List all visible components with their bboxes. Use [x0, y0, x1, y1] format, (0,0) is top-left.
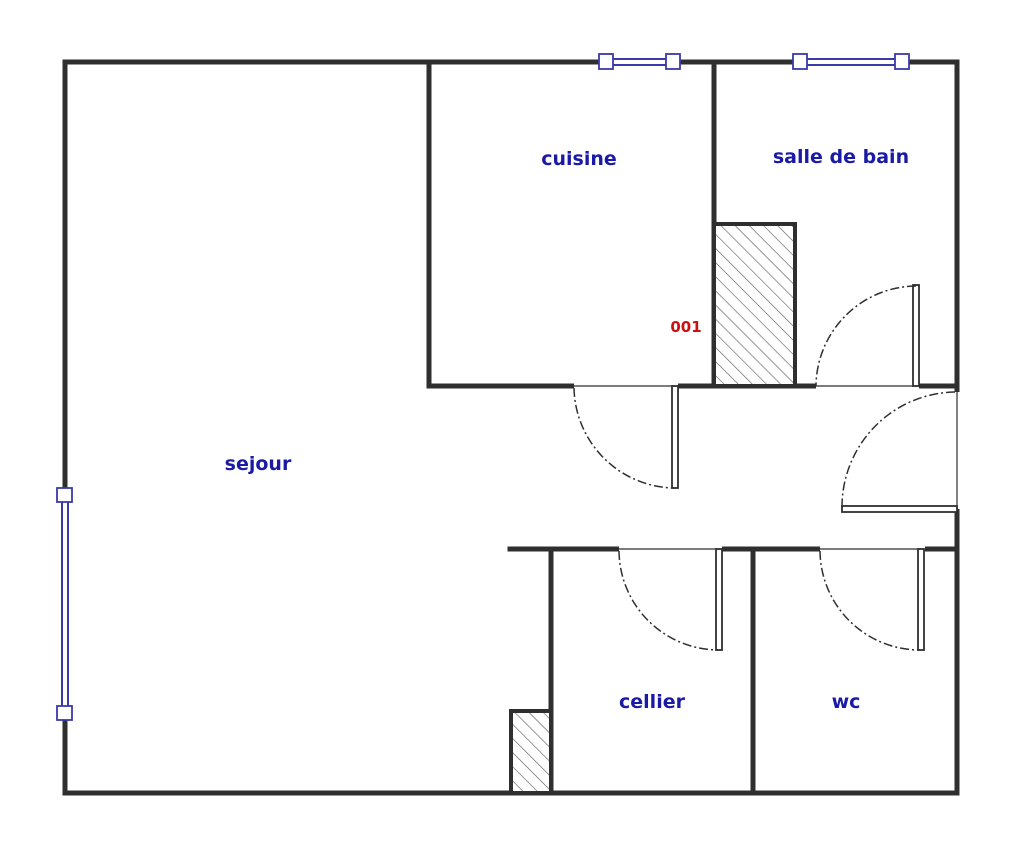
room-label-sejour: sejour — [225, 453, 292, 475]
window-sejour — [56, 487, 73, 721]
door-wc[interactable] — [819, 545, 925, 651]
interior-walls — [426, 59, 960, 796]
hatched-shaft-kitchen — [712, 222, 797, 388]
room-label-salle-de-bain: salle de bain — [773, 146, 909, 168]
door-bathroom[interactable] — [815, 284, 920, 391]
door-entrance[interactable] — [841, 391, 962, 513]
reference-label: 001 — [670, 318, 701, 336]
hatched-shaft-cellier — [509, 709, 553, 795]
exterior-walls — [62, 59, 960, 796]
window-bathroom — [792, 53, 910, 70]
room-label-cuisine: cuisine — [541, 148, 617, 170]
door-kitchen[interactable] — [573, 382, 679, 489]
room-label-wc: wc — [832, 691, 861, 713]
room-label-cellier: cellier — [619, 691, 686, 713]
window-kitchen — [598, 53, 681, 70]
door-cellier[interactable] — [618, 545, 723, 651]
